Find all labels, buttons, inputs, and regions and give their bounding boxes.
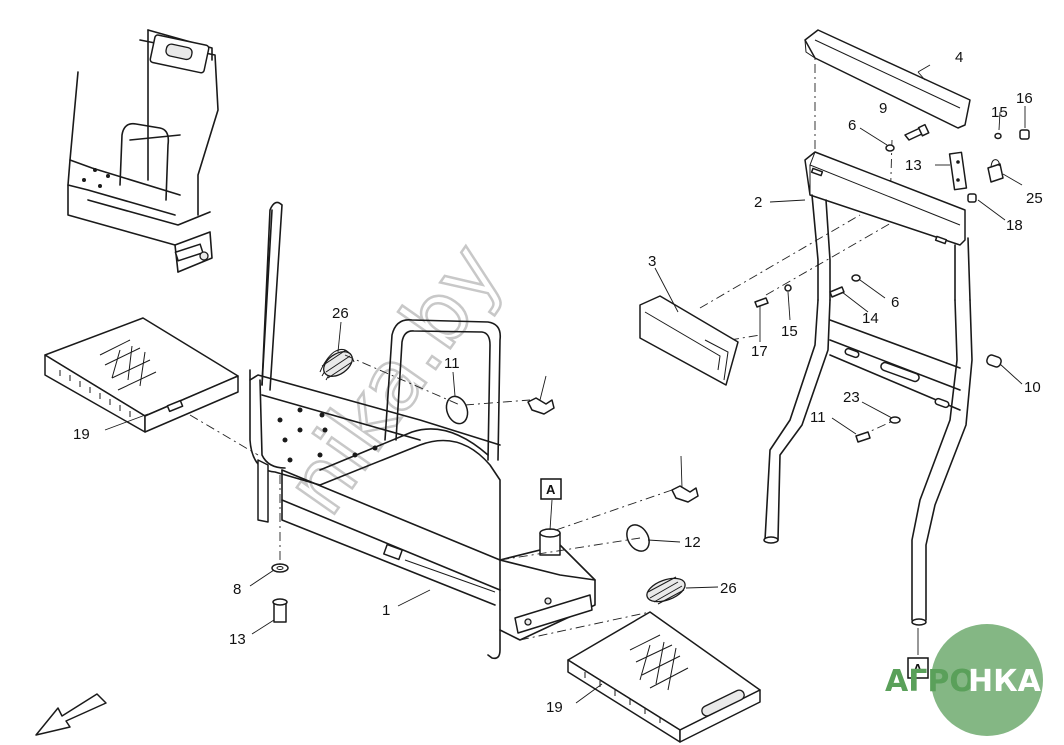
brand-logo: АГРО НКА <box>885 624 1043 736</box>
callout-10: 11 <box>810 409 826 426</box>
pin-cylinder <box>539 528 561 556</box>
callout-15-lower: 15 <box>781 323 798 340</box>
wing-nut-lower <box>671 485 699 503</box>
watermark-text: nika.by <box>266 225 521 531</box>
disc-upper <box>445 395 469 425</box>
reference-label-a-upper: A <box>546 482 556 497</box>
callout-9: 10 <box>1024 379 1041 396</box>
callout-16: 16 <box>1016 90 1033 107</box>
reference-mark-a-upper: A <box>540 478 562 500</box>
main-frame <box>249 201 596 660</box>
wing-nut-upper <box>527 397 555 415</box>
hardware-right <box>754 123 1030 443</box>
callout-12: 13 <box>229 631 246 648</box>
callout-8: 8 <box>233 581 241 598</box>
leader-lines <box>104 64 1026 704</box>
callout-3: 3 <box>648 253 656 270</box>
step-pad-left <box>44 317 239 433</box>
washer-8 <box>271 563 289 573</box>
callout-25-upper: 26 <box>332 305 349 322</box>
callout-7: 9 <box>879 100 887 117</box>
callout-2: 2 <box>754 194 762 211</box>
callout-19-left: 19 <box>73 426 90 443</box>
callout-17: 17 <box>751 343 768 360</box>
spring-upper <box>319 348 355 381</box>
callout-labels: 4 2 3 9 6 15 16 13 25 18 17 15 14 6 10 2… <box>73 49 1043 716</box>
brand-right-text: НКА <box>968 664 1042 699</box>
callout-1: 1 <box>382 602 390 619</box>
step-pad-lower <box>567 611 761 743</box>
watermark: nika.by <box>265 224 523 533</box>
callout-23: 23 <box>843 389 860 406</box>
callout-6-lower: 6 <box>891 294 899 311</box>
top-cover-4 <box>804 29 971 129</box>
callout-19-lower: 19 <box>546 699 563 716</box>
spring-lower <box>646 576 686 605</box>
rear-frame-2 <box>763 151 973 626</box>
callout-24: 25 <box>1026 190 1043 207</box>
lens-cover-3 <box>639 295 739 386</box>
callout-4: 4 <box>955 49 963 66</box>
direction-arrow-icon <box>35 693 107 736</box>
callout-15-upper: 15 <box>991 104 1008 121</box>
brand-left-text: АГРО <box>885 664 975 699</box>
callout-25-lower: 26 <box>720 580 737 597</box>
callout-14: 14 <box>862 310 879 327</box>
callout-13: 13 <box>905 157 922 174</box>
brand-circle <box>931 624 1043 736</box>
callout-6-upper: 6 <box>848 117 856 134</box>
bolt-12 <box>272 598 288 623</box>
assembled-preview <box>67 29 219 273</box>
callout-18: 18 <box>1006 217 1023 234</box>
callout-11-lower: 12 <box>684 534 701 551</box>
callout-11-upper: 11 <box>444 355 460 372</box>
reference-label-a-lower: A <box>913 661 923 676</box>
reference-mark-a-lower: A <box>907 657 929 679</box>
